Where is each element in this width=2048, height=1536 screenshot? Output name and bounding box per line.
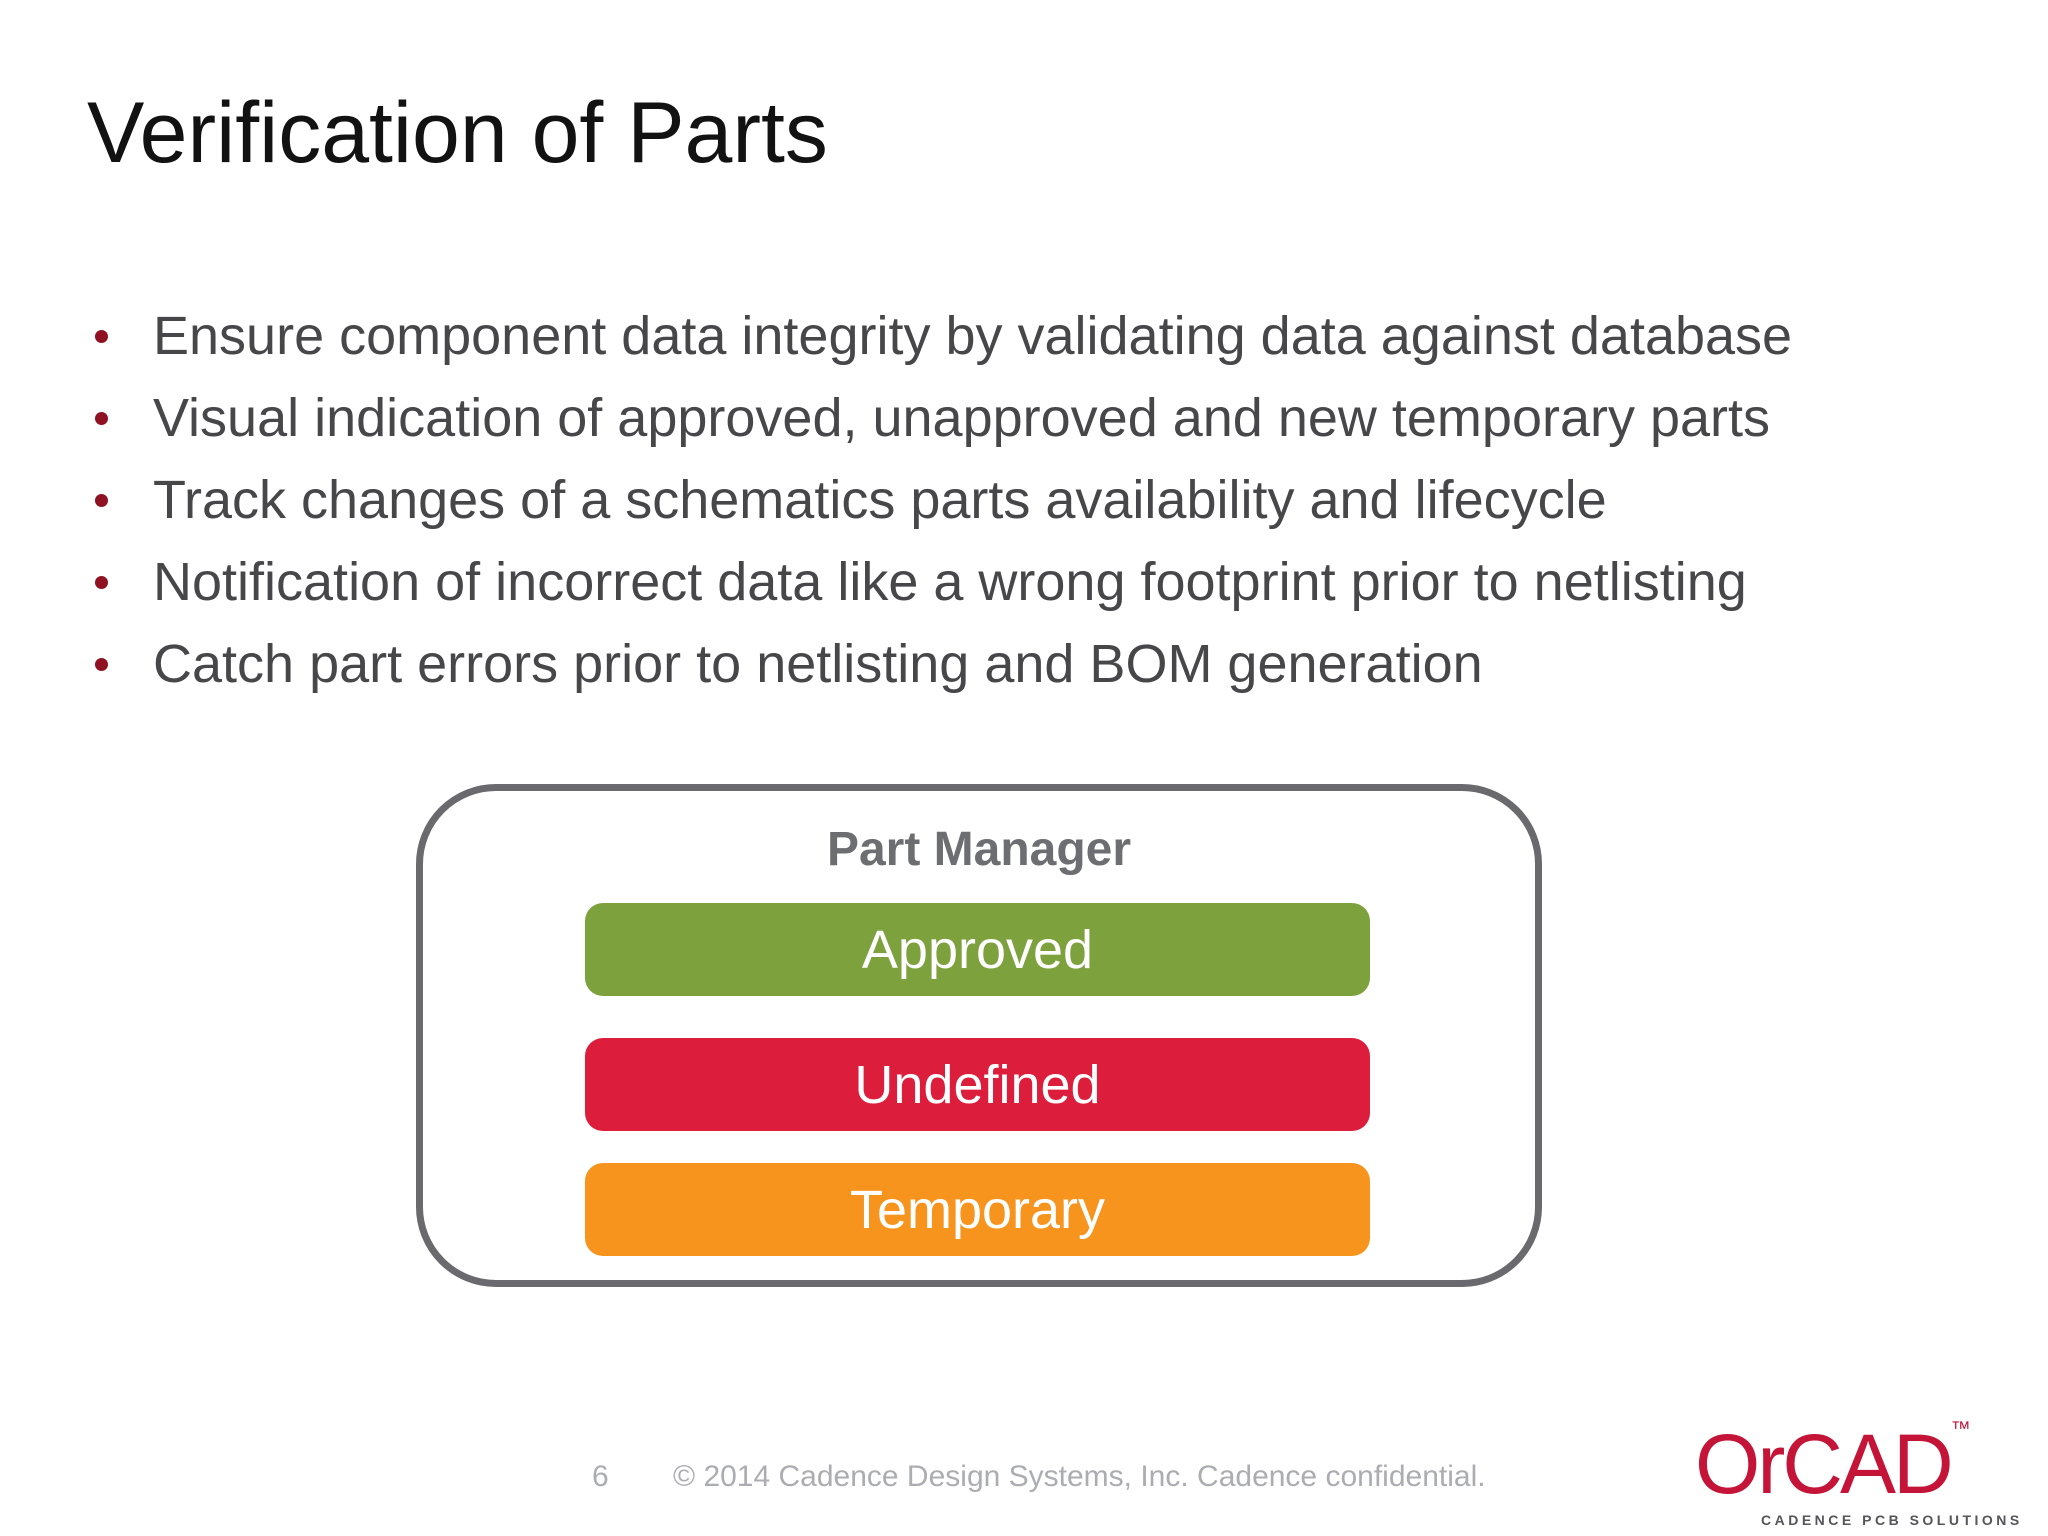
bullet-text: Track changes of a schematics parts avai… <box>153 470 1607 530</box>
status-bar-label: Undefined <box>854 1054 1101 1115</box>
bullet-dot <box>95 575 108 589</box>
bullet-dot <box>95 493 108 507</box>
status-bar-label: Approved <box>861 919 1094 980</box>
status-bar-undefined: Undefined <box>585 1038 1370 1131</box>
bullet-item: Visual indication of approved, unapprove… <box>95 377 1792 459</box>
bullet-item: Track changes of a schematics parts avai… <box>95 459 1792 541</box>
page-number: 6 <box>592 1460 609 1493</box>
bullet-text: Visual indication of approved, unapprove… <box>153 388 1771 448</box>
status-bar-temporary: Temporary <box>585 1163 1370 1256</box>
orcad-logo: OrCAD™ CADENCE PCB SOLUTIONS <box>1695 1419 2023 1528</box>
bullet-list: Ensure component data integrity by valid… <box>95 295 1792 705</box>
bullet-text: Notification of incorrect data like a wr… <box>153 552 1747 612</box>
orcad-logo-caption: CADENCE PCB SOLUTIONS <box>1761 1512 2023 1528</box>
bullet-text: Ensure component data integrity by valid… <box>153 306 1793 366</box>
part-manager-box: Part Manager Approved Undefined Temporar… <box>416 784 1542 1287</box>
bullet-item: Ensure component data integrity by valid… <box>95 295 1792 377</box>
bullet-dot <box>95 657 108 671</box>
bullet-dot <box>95 411 108 425</box>
bullet-text: Catch part errors prior to netlisting an… <box>153 634 1483 694</box>
bullet-item: Notification of incorrect data like a wr… <box>95 541 1792 623</box>
orcad-wordmark: OrCAD <box>1695 1417 1954 1511</box>
orcad-logo-text: OrCAD™ <box>1695 1419 1971 1506</box>
bullet-dot <box>95 329 108 343</box>
status-bar-label: Temporary <box>849 1179 1106 1240</box>
trademark-symbol: ™ <box>1950 1418 1971 1440</box>
copyright-text: © 2014 Cadence Design Systems, Inc. Cade… <box>673 1460 1486 1493</box>
page-title: Verification of Parts <box>87 85 828 181</box>
bullet-item: Catch part errors prior to netlisting an… <box>95 623 1792 705</box>
part-manager-title: Part Manager <box>826 823 1132 876</box>
status-bar-approved: Approved <box>585 903 1370 996</box>
